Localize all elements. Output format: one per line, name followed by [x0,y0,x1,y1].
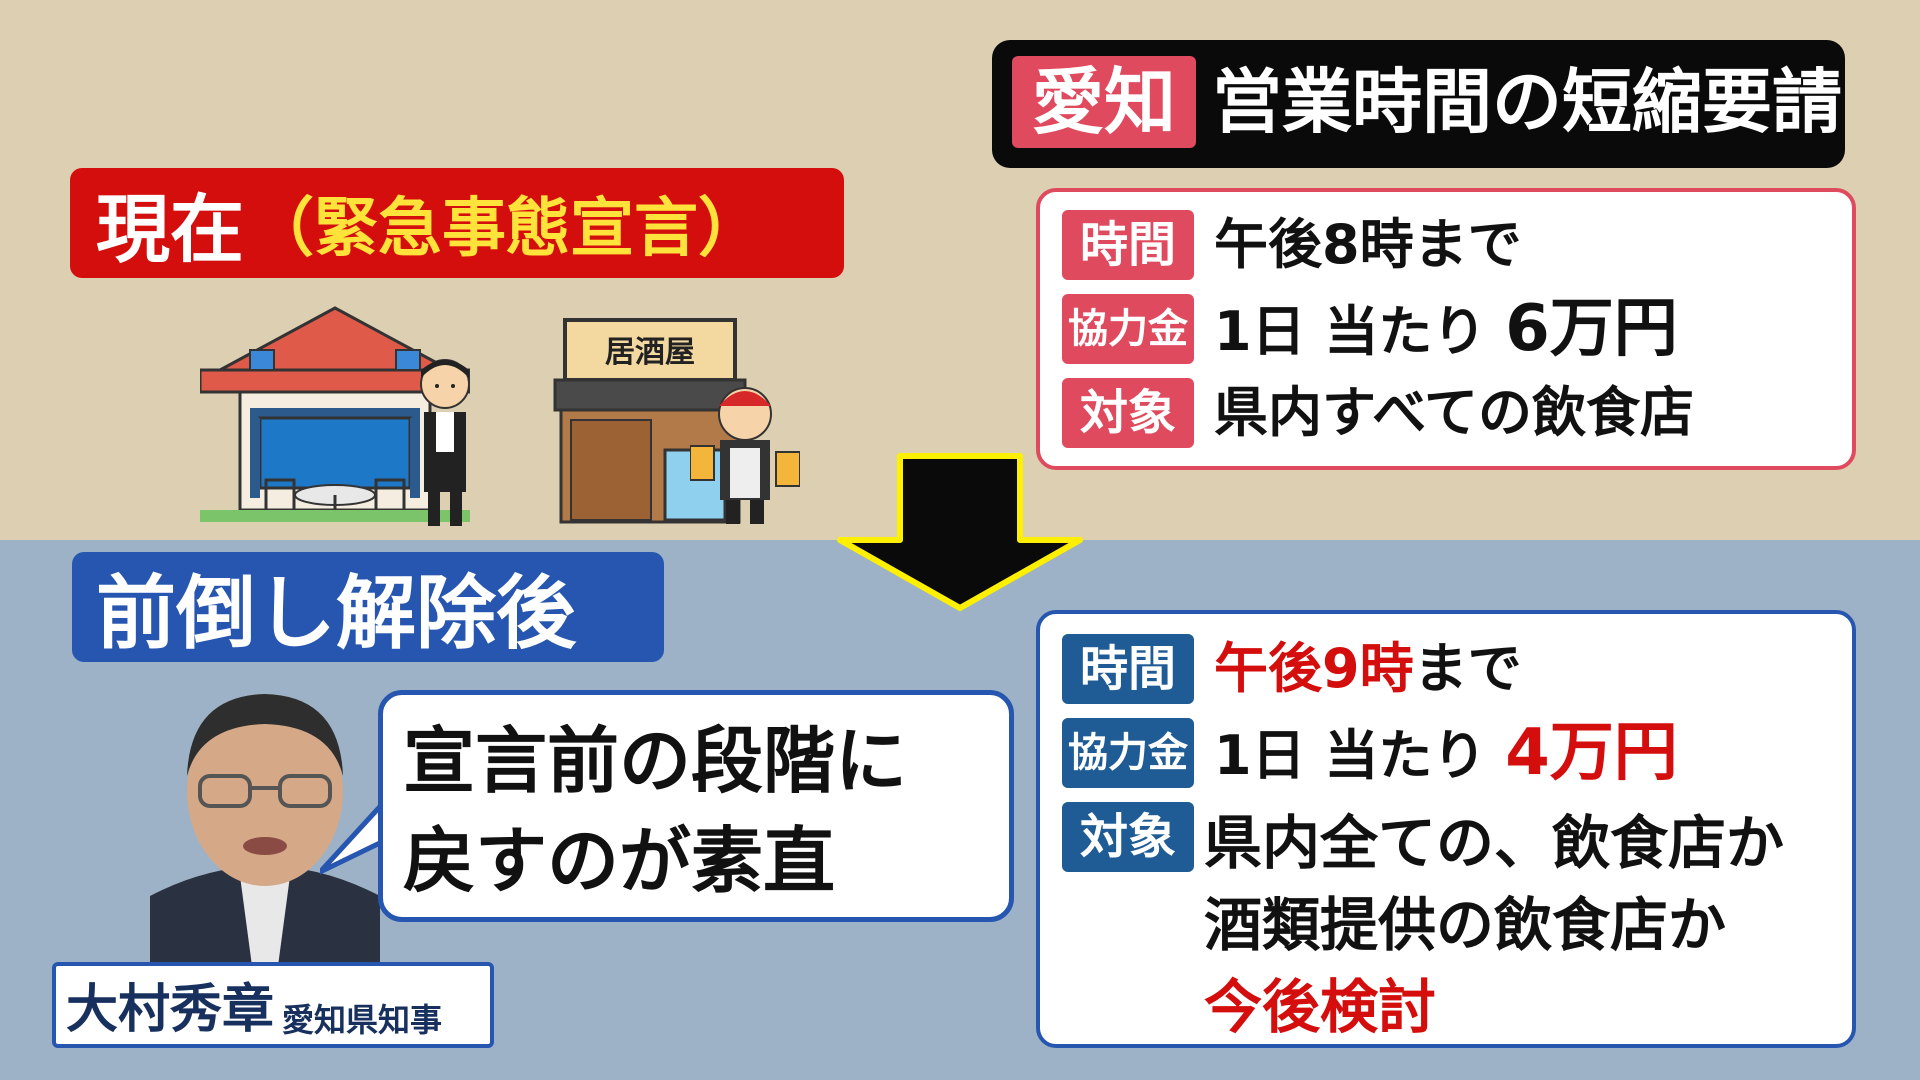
target-line-3: 今後検討 [1204,973,1437,1041]
chef-illustration [690,387,800,524]
speaker-name: 大村秀章 [66,980,275,1040]
current-header: 現在 （緊急事態宣言） [70,168,844,278]
izakaya-sign: 居酒屋 [605,335,695,370]
time-value: 午後8時まで [1214,213,1522,276]
after-target-row: 対象 県内全ての、飲食店か 酒類提供の飲食店か 今後検討 [1062,802,1784,1048]
after-money-row: 協力金 1日 当たり 4万円 [1062,718,1678,791]
target-line-2: 酒類提供の飲食店か [1204,891,1727,959]
title-region-tag: 愛知 [1012,56,1196,148]
target-value: 県内全ての、飲食店か 酒類提供の飲食店か 今後検討 [1204,802,1784,1048]
target-value: 県内すべての飲食店 [1214,381,1695,444]
time-label: 時間 [1062,634,1194,704]
current-target-row: 対象 県内すべての飲食店 [1062,378,1694,448]
target-label: 対象 [1062,802,1194,872]
governor-portrait [150,694,380,966]
title-text: 営業時間の短縮要請 [1212,61,1842,143]
speaker-title: 愛知県知事 [282,1001,443,1039]
waiter-illustration [420,359,470,526]
money-prefix: 1日 当たり [1214,724,1487,787]
quote-bubble: 宣言前の段階に 戻すのが素直 [378,690,1014,922]
current-time-row: 時間 午後8時まで [1062,210,1522,280]
down-arrow-icon [837,453,1083,611]
target-line-1: 県内全ての、飲食店か [1204,809,1785,877]
current-info-box: 時間 午後8時まで 協力金 1日 当たり 6万円 対象 県内すべての飲食店 [1036,188,1856,470]
money-amount: 6万円 [1505,292,1678,366]
after-time-row: 時間 午後9時まで [1062,634,1522,704]
quote-line-2: 戻すのが素直 [403,819,836,903]
time-label: 時間 [1062,210,1194,280]
target-label: 対象 [1062,378,1194,448]
speech-bubble-tail [320,800,386,875]
quote-line-1: 宣言前の段階に [403,719,908,803]
after-header: 前倒し解除後 [72,552,664,662]
money-label: 協力金 [1062,718,1194,788]
money-amount: 4万円 [1505,716,1678,790]
current-header-sub: （緊急事態宣言） [250,192,762,266]
speaker-name-plate: 大村秀章 愛知県知事 [52,962,494,1048]
time-value: 午後9時まで [1214,634,1522,704]
time-value-red: 午後9時 [1214,637,1414,700]
current-header-main: 現在 [96,186,244,273]
money-value: 1日 当たり 4万円 [1214,718,1678,791]
after-info-box: 時間 午後9時まで 協力金 1日 当たり 4万円 対象 県内全ての、飲食店か 酒… [1036,610,1856,1048]
money-value: 1日 当たり 6万円 [1214,294,1678,367]
current-money-row: 協力金 1日 当たり 6万円 [1062,294,1678,367]
time-value-rest: まで [1413,637,1522,700]
money-prefix: 1日 当たり [1214,300,1487,363]
money-label: 協力金 [1062,294,1194,364]
